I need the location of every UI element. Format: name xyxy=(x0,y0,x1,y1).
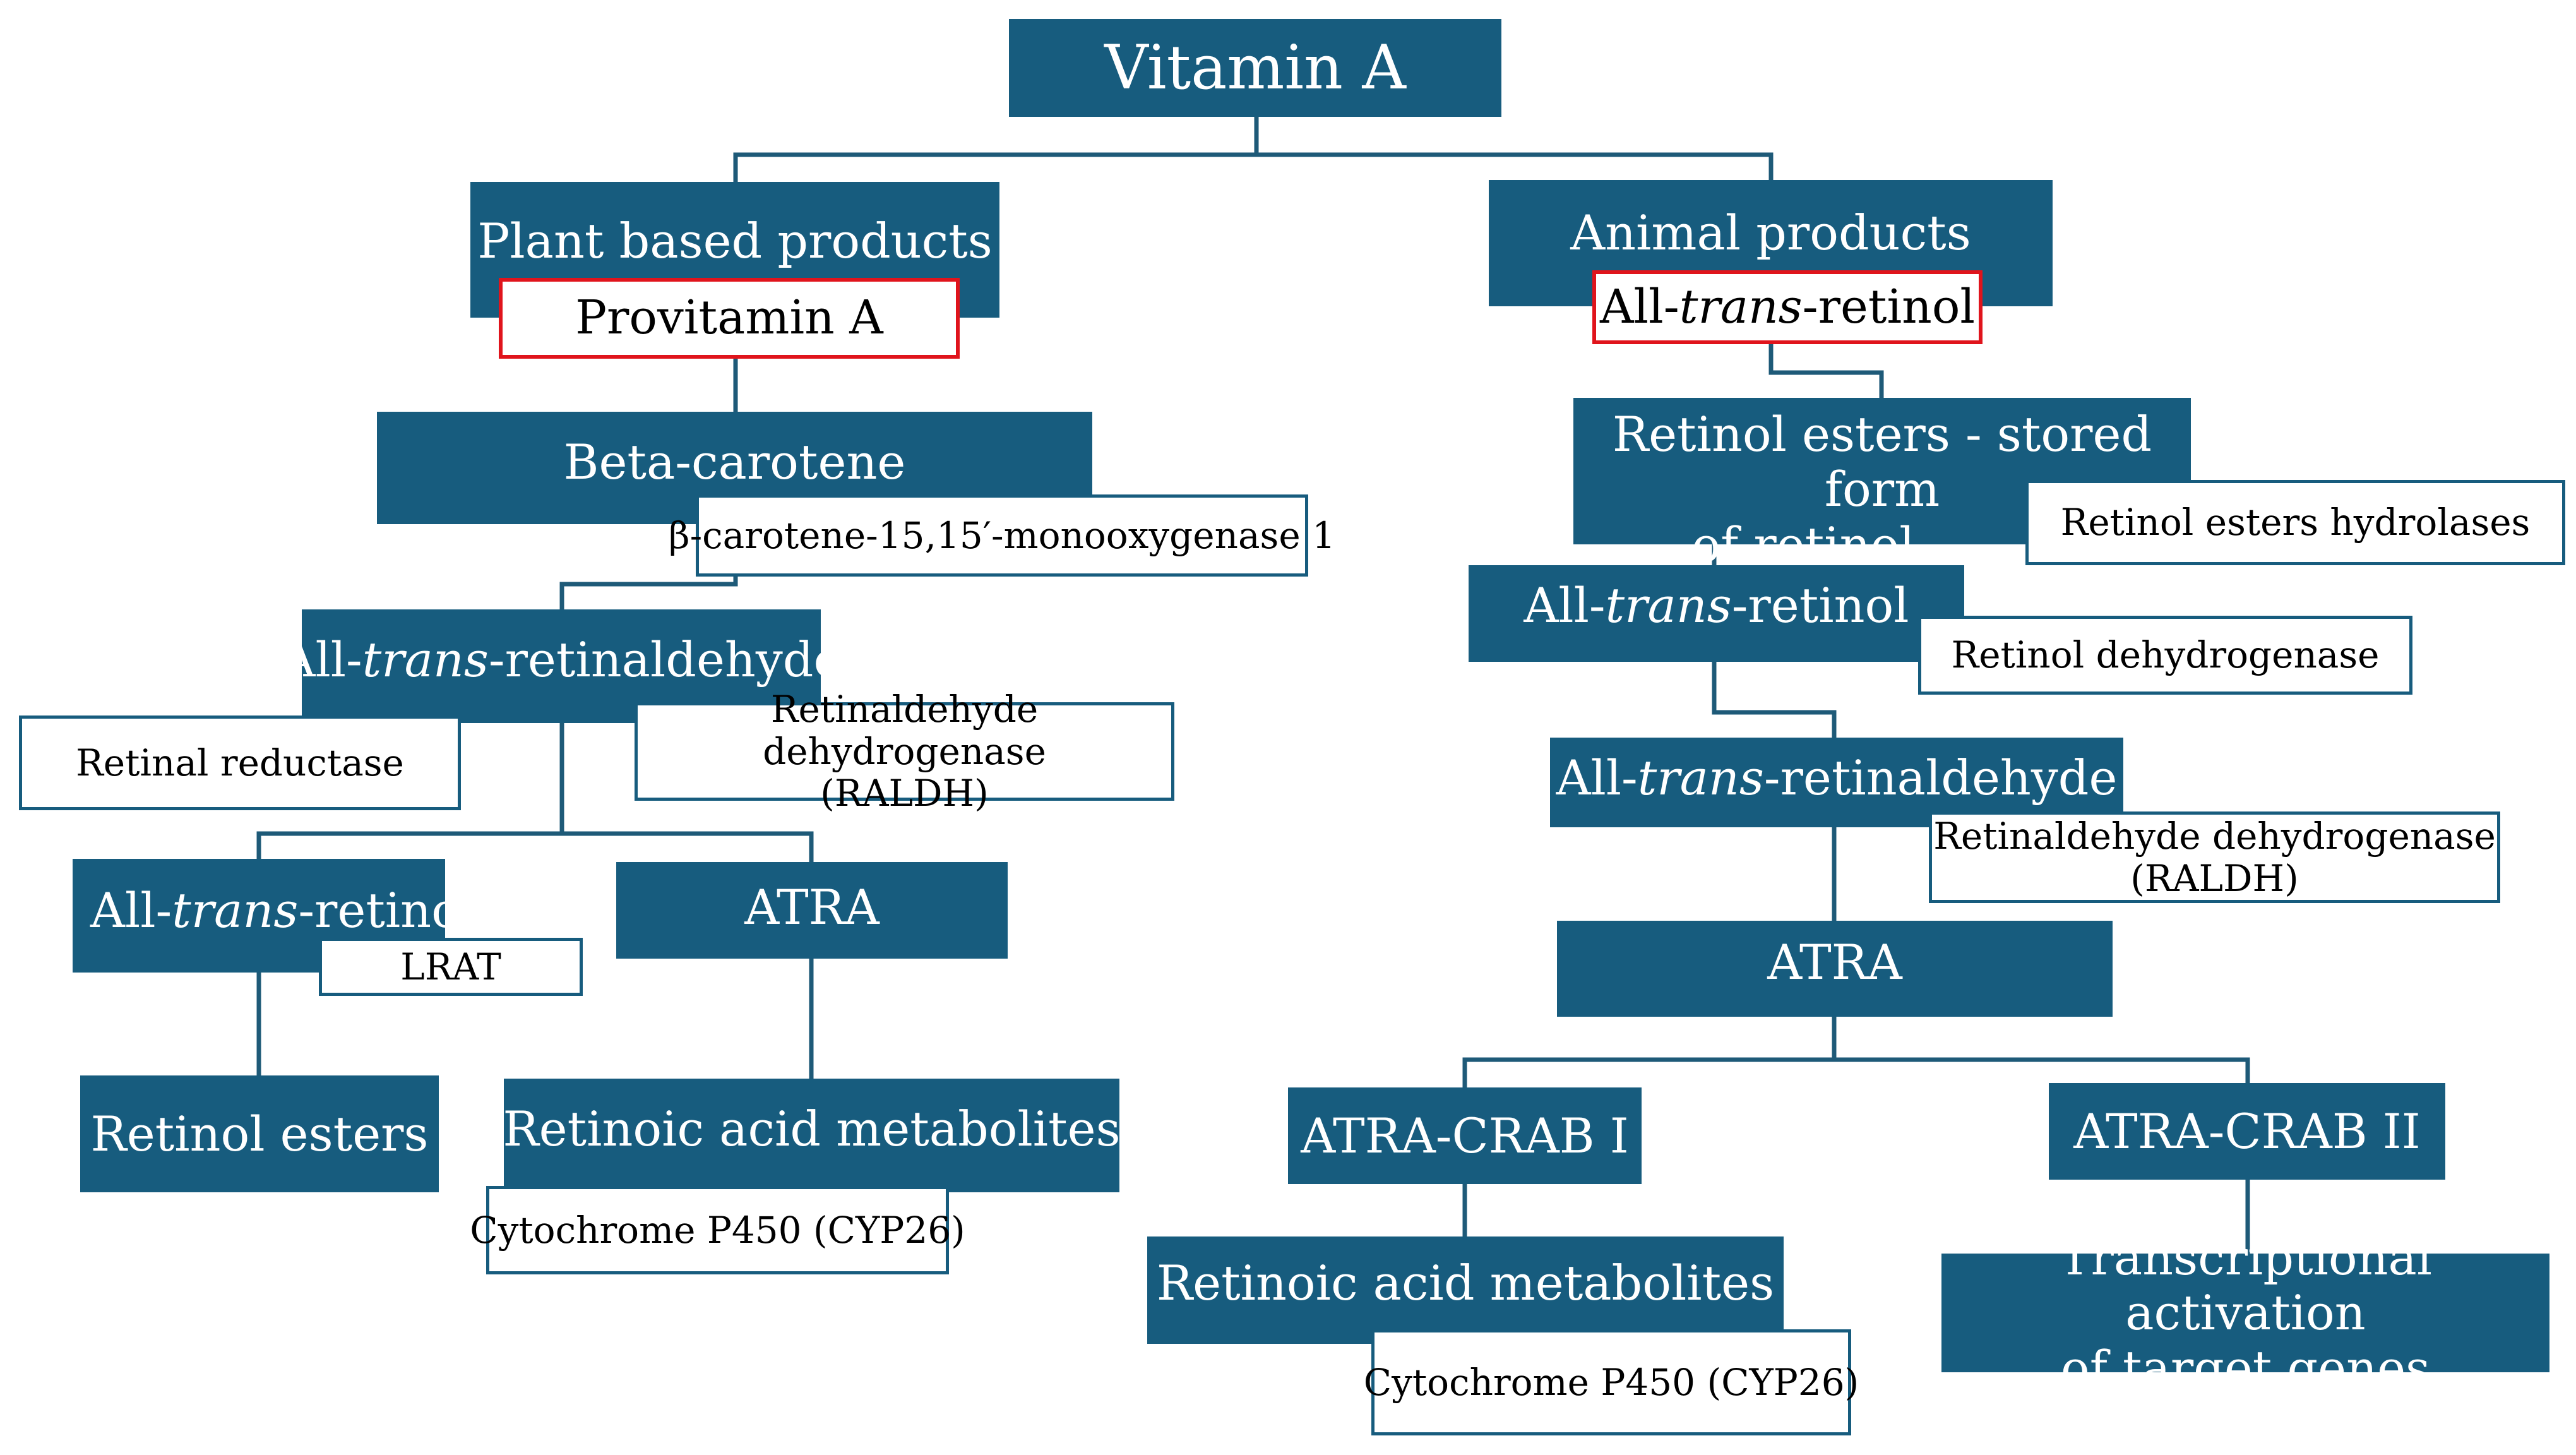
connector-root-split xyxy=(733,117,1259,182)
connector-atra-to-crab1 xyxy=(1462,1057,1834,1087)
animal-retinol-node: All-trans-retinol xyxy=(1469,565,1964,662)
connector-retinol-to-esters-animal xyxy=(1768,344,1884,398)
plant-cyp26-enzyme-box: Cytochrome P450 (CYP26) xyxy=(470,1186,965,1274)
animal-atra-label: ATRA xyxy=(1767,934,1902,990)
transcription-line2: of target genes xyxy=(2060,1339,2431,1396)
provitamin-a-highlight: Provitamin A xyxy=(499,278,960,359)
connector-atra-to-crab2 xyxy=(1834,1057,2250,1083)
plant-ra-metabolites-label: Retinoic acid metabolites xyxy=(503,1101,1121,1157)
stored-form-line2: of retinol xyxy=(1691,516,1915,573)
animal-retinol-highlight: All-trans-retinol xyxy=(1592,270,1983,344)
animal-cyp26-enzyme-box: Cytochrome P450 (CYP26) xyxy=(1364,1329,1859,1435)
transcription-line1: Transcriptional activation xyxy=(2058,1229,2433,1341)
animal-raldh-enzyme-box: Retinaldehyde dehydrogenase (RALDH) xyxy=(1929,811,2500,903)
animal-retinol-label: All-trans-retinol xyxy=(1524,577,1909,633)
plant-atra-node: ATRA xyxy=(616,862,1008,959)
animal-retinol-highlight-label: All-trans-retinol xyxy=(1599,279,1976,334)
connector-split-right xyxy=(562,831,814,862)
retinol-esters-stored-node: Retinol esters - stored form of retinol xyxy=(1573,398,2191,572)
animal-ra-metabolites-label: Retinoic acid metabolites xyxy=(1156,1255,1775,1311)
plant-raldh-line1: Retinaldehyde dehydrogenase xyxy=(763,687,1046,773)
animal-ra-metabolites-node: Retinoic acid metabolites xyxy=(1147,1236,1784,1344)
atra-crab2-node: ATRA-CRAB II xyxy=(2049,1083,2445,1180)
plant-raldh-enzyme-box: Retinaldehyde dehydrogenase (RALDH) xyxy=(635,688,1174,815)
beta-carotene-label: Beta-carotene xyxy=(563,434,906,490)
animal-products-label: Animal products xyxy=(1570,205,1971,261)
plant-retinol-label: All-trans-retinol xyxy=(90,882,476,938)
plant-raldh-line2: (RALDH) xyxy=(820,772,989,815)
transcriptional-activation-node: Transcriptional activation of target gen… xyxy=(1941,1230,2549,1396)
vitamin-a-node: Vitamin A xyxy=(1009,19,1501,117)
plant-atra-label: ATRA xyxy=(744,879,880,935)
stored-form-line1: Retinol esters - stored form xyxy=(1612,406,2152,518)
connector-root-to-animal xyxy=(1256,152,1774,180)
plant-retinol-esters-node: Retinol esters xyxy=(80,1075,439,1192)
retinal-reductase-enzyme-box: Retinal reductase xyxy=(19,716,461,810)
atra-crab1-node: ATRA-CRAB I xyxy=(1288,1087,1642,1184)
animal-atra-node: ATRA xyxy=(1557,921,2113,1017)
bcmo1-enzyme-box: β-carotene-15,15′-monooxygenase 1 xyxy=(669,494,1335,577)
hydrolases-enzyme-box: Retinol esters hydrolases xyxy=(2025,480,2565,565)
animal-raldh-line2: (RALDH) xyxy=(2130,856,2299,900)
plant-retinaldehyde-label: All-trans-retinaldehyde xyxy=(280,632,842,688)
lrat-enzyme-box: LRAT xyxy=(319,938,583,996)
plant-ra-metabolites-node: Retinoic acid metabolites xyxy=(503,1079,1121,1192)
connector-split-left xyxy=(256,831,562,859)
plant-products-label: Plant based products xyxy=(477,213,993,269)
retinol-dehydrogenase-enzyme-box: Retinol dehydrogenase xyxy=(1918,616,2412,695)
animal-retinaldehyde-node: All-trans-retinaldehyde xyxy=(1550,738,2123,827)
animal-raldh-line1: Retinaldehyde dehydrogenase xyxy=(1933,814,2496,858)
connector-retinol-to-retinaldehyde xyxy=(1712,662,1837,738)
animal-retinaldehyde-label: All-trans-retinaldehyde xyxy=(1556,750,2118,806)
